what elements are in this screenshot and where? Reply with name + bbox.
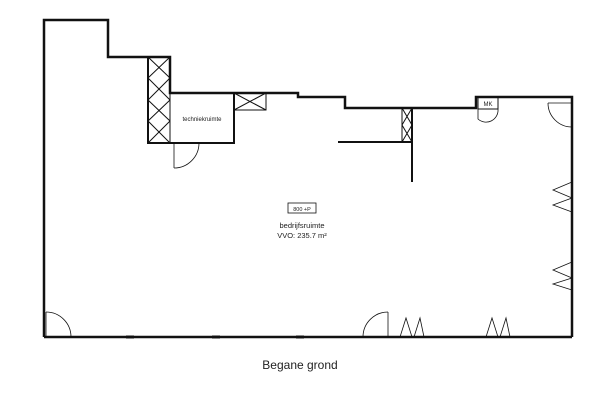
shaft-mid <box>401 107 413 143</box>
door-front-left <box>45 311 72 338</box>
shaft-left <box>147 56 171 144</box>
room-tech: techniekruimte <box>182 117 222 123</box>
room-main-name: bedrijfsruimte <box>279 221 324 230</box>
door-front-middle <box>362 311 389 338</box>
folding-door-side-1 <box>551 181 573 213</box>
room-main: 800 +P bedrijfsruimte VVO: 235.7 m² <box>277 202 327 240</box>
folding-door-front-1 <box>399 316 425 338</box>
exterior-walls <box>42 18 574 339</box>
door-right-top <box>547 102 573 128</box>
floor-caption: Begane grond <box>262 358 338 372</box>
folding-door-side-2 <box>551 261 573 291</box>
meter-box-label: MK <box>484 102 493 108</box>
meter-box: MK <box>477 96 499 123</box>
shaft-top <box>233 92 267 111</box>
door-tech <box>173 142 200 169</box>
room-tag-box <box>287 202 317 214</box>
room-tech-name: techniekruimte <box>182 117 222 123</box>
folding-door-front-2 <box>485 316 511 338</box>
room-main-area: VVO: 235.7 m² <box>277 231 327 240</box>
room-tag: 800 +P <box>293 207 311 213</box>
